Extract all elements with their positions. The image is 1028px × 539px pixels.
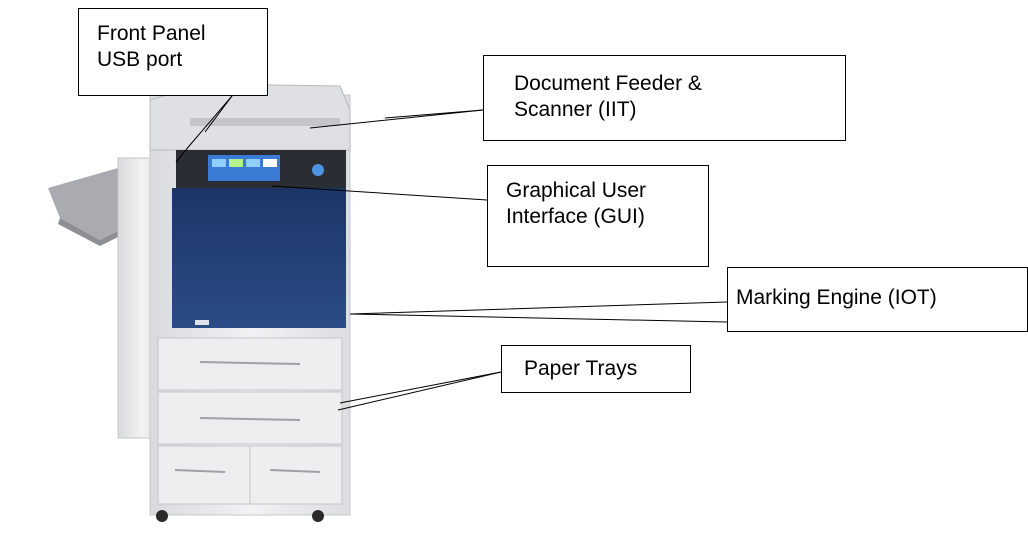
- leader-gui: [271, 185, 488, 201]
- caster: [312, 510, 324, 522]
- marking-engine-door: [172, 188, 346, 328]
- callout-gui: Graphical User Interface (GUI): [487, 165, 709, 267]
- callout-label: Marking Engine (IOT): [736, 286, 937, 309]
- gui-screen: [208, 155, 280, 181]
- leader-iot: [349, 301, 728, 323]
- callout-label: Paper Trays: [524, 357, 638, 380]
- callout-paper-trays: Paper Trays: [501, 345, 691, 393]
- scanner-glass: [190, 118, 340, 126]
- callout-marking-engine: Marking Engine (IOT): [727, 267, 1028, 332]
- leader-lines: [175, 95, 728, 411]
- leader-trays: [339, 371, 502, 404]
- printer-body: [149, 83, 351, 522]
- callout-label: Graphical User Interface (GUI): [506, 179, 647, 228]
- leader-feeder: [309, 109, 484, 129]
- callout-front-panel-usb: Front Panel USB port: [78, 8, 268, 96]
- leader-usb: [175, 95, 233, 163]
- leader-feeder: [384, 109, 484, 119]
- callout-label: Document Feeder & Scanner (IIT): [514, 72, 702, 121]
- leader-trays: [337, 371, 502, 411]
- callout-label: Front Panel USB port: [97, 22, 206, 71]
- paper-trays: [157, 337, 343, 505]
- leader-usb: [204, 95, 233, 133]
- callout-document-feeder: Document Feeder & Scanner (IIT): [483, 55, 846, 141]
- caster: [156, 510, 168, 522]
